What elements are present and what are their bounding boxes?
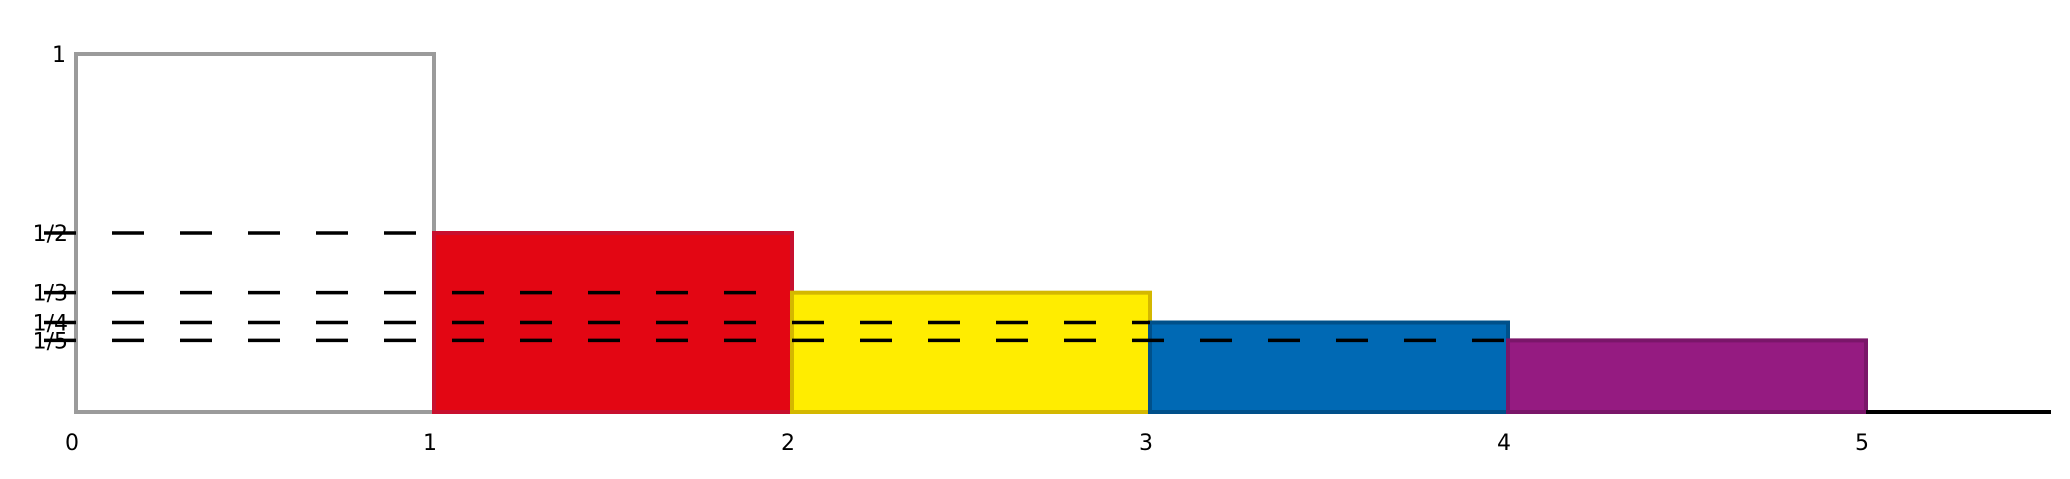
bar-4: [1506, 338, 1868, 414]
y-tick-label-3: 1/4: [33, 312, 68, 337]
y-tick-label-2: 1/3: [33, 282, 68, 307]
y-tick-label-0: 1: [52, 43, 66, 68]
bars-layer: [74, 52, 2051, 414]
ticks-layer: 1 1/2 1/3 1/41/5 0 1 2 3 4 5: [33, 43, 1869, 456]
bar-3: [1148, 320, 1510, 414]
reference-lines-layer: [40, 231, 1508, 343]
x-tick-label-4: 4: [1497, 431, 1511, 456]
x-tick-label-5: 5: [1855, 431, 1869, 456]
x-tick-label-2: 2: [781, 431, 795, 456]
y-tick-label-1: 1/2: [33, 222, 68, 247]
y-tick-label-4: 1/5: [33, 329, 68, 354]
x-tick-label-1: 1: [423, 431, 437, 456]
bar-2: [790, 290, 1152, 414]
x-tick-label-0: 0: [65, 431, 79, 456]
x-tick-label-3: 3: [1139, 431, 1153, 456]
